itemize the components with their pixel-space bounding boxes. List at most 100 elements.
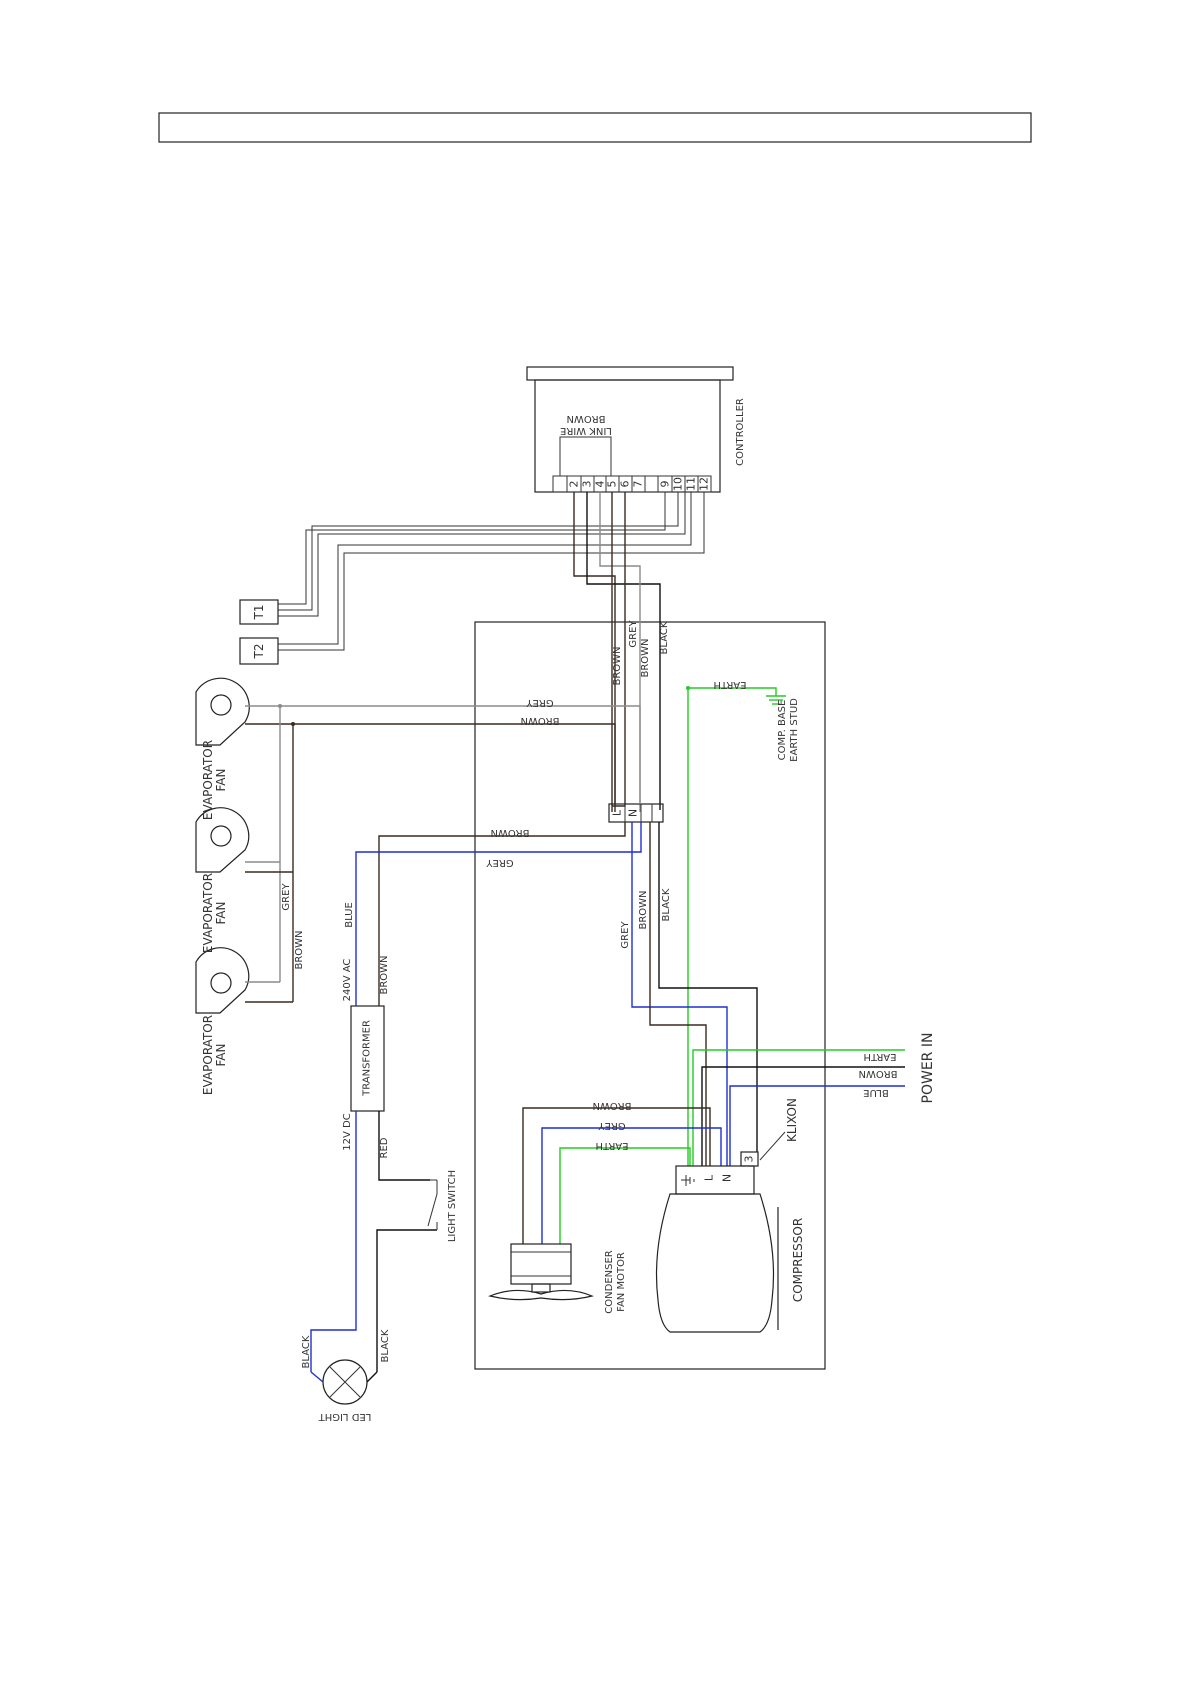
terminal-block-l: L <box>611 809 624 816</box>
wire-earth-condenser <box>559 1147 691 1244</box>
led-light-label: LED LIGHT <box>318 1411 372 1422</box>
sensor-t1-label: T1 <box>252 605 266 621</box>
link-wire-colour-label: BROWN <box>566 413 605 424</box>
controller-terminal-dividers <box>566 476 699 492</box>
transformer-label: TRANSFORMER <box>362 1020 373 1097</box>
wire-grey-condenser <box>541 1127 722 1244</box>
wire-brown-condenser <box>522 1107 711 1244</box>
sensor-t2: T2 <box>239 637 279 665</box>
wire-black-dc <box>376 1229 437 1372</box>
sensor-probe-wires <box>278 492 705 651</box>
compressor-compartment <box>474 621 826 1370</box>
label-earth-power-in: EARTH <box>863 1051 896 1062</box>
compressor-terminal-l: L <box>703 1174 716 1181</box>
label-blue-transformer: BLUE <box>344 902 355 928</box>
controller-terminal-10: 10 <box>672 477 685 491</box>
transformer-wires <box>310 822 642 1372</box>
compressor-label: COMPRESSOR <box>791 1218 805 1302</box>
compressor-terminal-n: N <box>721 1174 734 1182</box>
label-brown-transformer: BROWN <box>490 827 529 838</box>
controller-terminal-4: 4 <box>594 481 607 488</box>
label-grey-condenser: GREY <box>598 1120 626 1131</box>
label-earth-stud-wire: EARTH <box>713 679 746 690</box>
controller-terminal-7: 7 <box>632 481 645 488</box>
label-brown-fan-bus: BROWN <box>520 715 559 726</box>
condenser-label: CONDENSER <box>604 1250 615 1313</box>
light-switch <box>427 1179 438 1230</box>
wire-blue-power-in <box>729 1085 905 1166</box>
compressor-terminal-box: L N 3 <box>675 1151 759 1195</box>
evaporator-fan-1-label: EVAPORATOR <box>201 740 215 820</box>
wire-brown-t2 <box>573 492 616 812</box>
klixon-label: KLIXON <box>785 1098 799 1142</box>
label-brown-fan-drop: BROWN <box>294 930 305 969</box>
controller-terminal-9: 9 <box>659 481 672 488</box>
evaporator-fan-1-label-2: FAN <box>214 769 228 792</box>
label-grey-fan-drop: GREY <box>281 883 292 911</box>
compressor <box>655 1193 779 1333</box>
label-brown-transformer-in: BROWN <box>379 955 390 994</box>
earth-stud-label-2: EARTH STUD <box>789 698 800 762</box>
earth-stud <box>686 686 786 1166</box>
wire-black-t3 <box>586 492 661 810</box>
label-brown-upper-2: BROWN <box>640 638 651 677</box>
wire-brown-transformer <box>378 822 626 1006</box>
evaporator-fan-2-label-2: FAN <box>214 902 228 925</box>
transformer: TRANSFORMER <box>350 1005 385 1112</box>
link-wire-label: LINK WIRE <box>560 425 612 436</box>
wire-black-to-compressor <box>658 822 758 1152</box>
label-black-lower: BLACK <box>661 888 672 921</box>
sensor-t2-label: T2 <box>252 644 266 660</box>
wire-blue-transformer <box>355 822 642 1006</box>
label-brown-upper: BROWN <box>612 646 623 685</box>
power-in-label: POWER IN <box>920 1033 936 1104</box>
label-grey-lower: GREY <box>620 921 631 949</box>
evaporator-fan-2 <box>195 807 250 873</box>
earth-stud-label: COMP. BASE <box>777 700 788 761</box>
label-red-dc: RED <box>379 1137 390 1158</box>
label-grey-transformer: GREY <box>486 857 514 868</box>
compressor-terminal-3: 3 <box>743 1156 756 1163</box>
wire-red-dc <box>378 1111 430 1181</box>
sensor-t1: T1 <box>239 599 279 625</box>
compressor-wires <box>522 822 905 1244</box>
label-brown-lower: BROWN <box>638 890 649 929</box>
condenser-fan-motor <box>488 1243 594 1301</box>
controller-terminal-6: 6 <box>619 481 632 488</box>
wire-brown-to-compressor <box>649 822 707 1166</box>
terminal-block-n: N <box>627 809 640 817</box>
controller-label: CONTROLLER <box>735 398 746 466</box>
light-switch-label: LIGHT SWITCH <box>447 1170 458 1242</box>
controller-terminal-3: 3 <box>581 481 594 488</box>
label-brown-condenser: BROWN <box>592 1100 631 1111</box>
header-box <box>158 112 1032 143</box>
condenser-label-2: FAN MOTOR <box>616 1252 627 1312</box>
evaporator-fan-1 <box>195 677 250 746</box>
wire-brown-power-in <box>701 1066 905 1166</box>
evaporator-fan-wires <box>245 704 641 1003</box>
terminal-block: L N <box>608 803 664 823</box>
label-blue-power-in: BLUE <box>863 1087 889 1098</box>
evaporator-fan-3-label: EVAPORATOR <box>201 1015 215 1095</box>
label-grey-upper: GREY <box>628 620 639 648</box>
transformer-output-label: 12V DC <box>342 1113 353 1150</box>
wire-grey-to-compressor <box>631 822 728 1166</box>
klixon-leader <box>759 1131 786 1161</box>
wire-grey-t4 <box>599 492 641 812</box>
led-light <box>310 1359 378 1405</box>
evaporator-fan-3-label-2: FAN <box>214 1044 228 1067</box>
controller-terminal-2: 2 <box>568 481 581 488</box>
controller-terminal-5: 5 <box>606 481 619 488</box>
controller-terminal-11: 11 <box>685 477 698 491</box>
evaporator-fan-2-label: EVAPORATOR <box>201 873 215 953</box>
label-earth-condenser: EARTH <box>595 1140 628 1151</box>
controller-terminal-12: 12 <box>698 477 711 491</box>
label-black-led-left: BLACK <box>301 1335 312 1368</box>
evaporator-fan-3 <box>195 947 250 1014</box>
transformer-input-label: 240V AC <box>342 959 353 1002</box>
wire-blue-dc <box>310 1111 357 1372</box>
label-brown-power-in: BROWN <box>858 1068 897 1079</box>
controller: 2 3 4 5 6 7 9 10 11 12 LINK WIRE BROWN C… <box>526 366 746 493</box>
label-black-led-right: BLACK <box>380 1329 391 1362</box>
